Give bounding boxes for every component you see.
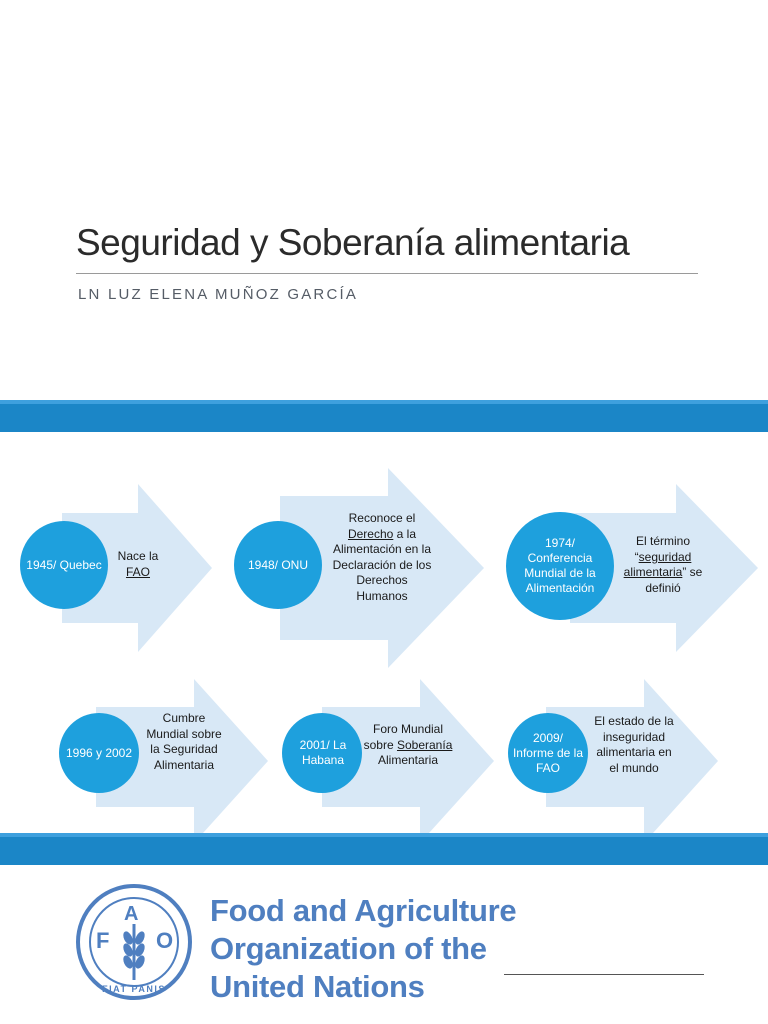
svg-text:FIAT PANIS: FIAT PANIS: [102, 984, 166, 994]
top-blue-band: [0, 400, 768, 432]
timeline-date-5: 2001/ La Habana: [299, 738, 347, 767]
fao-organization-name: Food and Agriculture Organization of the…: [210, 893, 517, 1004]
timeline-circle-5: [282, 713, 362, 793]
bottom-blue-band: [0, 833, 768, 865]
timeline-circle-3: [506, 512, 614, 620]
timeline-desc-2: Reconoce el Derecho a la Alimentación en…: [332, 511, 432, 603]
fao-logo-icon: F A O FIAT PANIS: [76, 884, 192, 1000]
author-subtitle: LN LUZ ELENA MUÑOZ GARCÍA: [78, 286, 359, 303]
timeline-graphic: [20, 468, 758, 833]
timeline-arrow-2: [280, 468, 484, 668]
timeline-circle-4: [59, 713, 139, 793]
timeline-arrow-5: [322, 679, 494, 833]
timeline-circle-6: [508, 713, 588, 793]
fao-divider: [504, 974, 704, 975]
timeline-date-6: 2009/ Informe de la FAO: [512, 730, 584, 775]
timeline-date-4: 1996 y 2002: [65, 745, 133, 760]
timeline-arrow-4: [96, 679, 268, 833]
timeline-desc-5: Foro Mundial sobre Soberanía Alimentaria: [363, 722, 453, 767]
timeline-desc-1: Nace la FAO: [117, 549, 159, 579]
title-divider: [76, 273, 698, 274]
timeline-arrow-3: [570, 484, 758, 652]
timeline-date-3: 1974/ Conferencia Mundial de la Alimenta…: [524, 536, 596, 595]
timeline-circle-1: [20, 521, 108, 609]
svg-text:O: O: [156, 928, 173, 953]
timeline-desc-3: El término “seguridad alimentaria” se de…: [623, 534, 703, 595]
timeline-desc-4: Cumbre Mundial sobre la Seguridad Alimen…: [146, 711, 222, 772]
svg-text:A: A: [124, 903, 138, 925]
svg-text:F: F: [96, 928, 109, 953]
timeline-desc-6: El estado de la inseguridad alimentaria …: [594, 714, 674, 775]
timeline-arrow-6: [546, 679, 718, 833]
timeline-date-2: 1948/ ONU: [247, 557, 309, 572]
timeline-date-1: 1945/ Quebec: [26, 557, 102, 572]
timeline-circle-2: [234, 521, 322, 609]
timeline-arrow-1: [62, 484, 212, 652]
page-title: Seguridad y Soberanía alimentaria: [76, 222, 630, 263]
